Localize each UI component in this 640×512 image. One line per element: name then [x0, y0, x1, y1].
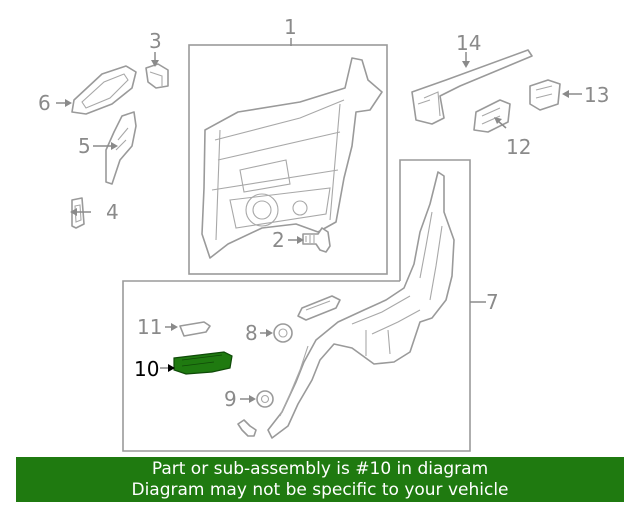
part-7-oval-patch — [297, 295, 341, 321]
callout-13: 13 — [584, 83, 609, 107]
callout-9: 9 — [224, 387, 237, 411]
part-7-pillar[interactable] — [267, 171, 455, 439]
callout-14: 14 — [456, 31, 481, 55]
part-8-grommet[interactable] — [273, 323, 293, 343]
callout-2: 2 — [272, 228, 285, 252]
callout-11: 11 — [137, 315, 162, 339]
part-1-group-box — [188, 44, 388, 275]
part-5-reinforcement[interactable] — [105, 111, 137, 185]
callout-5: 5 — [78, 134, 91, 158]
part-14-rail[interactable] — [411, 49, 533, 125]
bolt-icon — [237, 419, 257, 437]
part-2-clip[interactable] — [302, 227, 331, 253]
part-7-group-box — [122, 159, 471, 452]
part-9-bolt[interactable] — [256, 390, 274, 408]
callout-12: 12 — [506, 135, 531, 159]
part-10-insulator[interactable] — [173, 351, 233, 375]
callout-6: 6 — [38, 91, 51, 115]
leader-lines — [56, 38, 582, 403]
part-4-patch[interactable] — [71, 197, 85, 229]
callout-3: 3 — [149, 29, 162, 53]
info-banner: Part or sub-assembly is #10 in diagram D… — [16, 457, 624, 502]
part-6-seal[interactable] — [71, 65, 137, 115]
part-11-clip[interactable] — [179, 321, 211, 337]
info-banner-line-1: Part or sub-assembly is #10 in diagram — [151, 458, 489, 479]
callout-1: 1 — [284, 15, 297, 39]
callout-7: 7 — [486, 290, 499, 314]
callout-4: 4 — [106, 200, 119, 224]
callout-8: 8 — [245, 321, 258, 345]
callout-10: 10 — [134, 357, 159, 381]
parts-diagram: 1 2 3 4 5 6 7 8 9 10 11 12 13 14 — [38, 15, 609, 452]
info-banner-line-2: Diagram may not be specific to your vehi… — [131, 479, 509, 500]
part-13-block[interactable] — [529, 79, 561, 111]
part-3-bracket[interactable] — [145, 63, 169, 89]
part-1-inner-panel[interactable] — [201, 57, 383, 259]
